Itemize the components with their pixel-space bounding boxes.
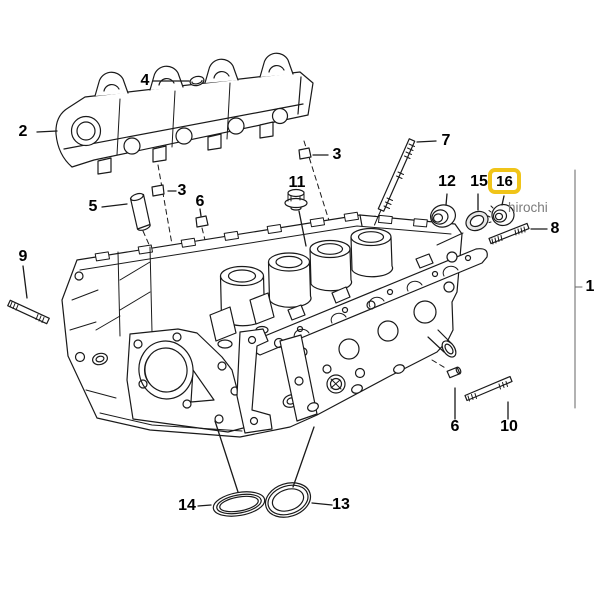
engine-block-drawing	[61, 211, 488, 438]
callout-4[interactable]: 4	[140, 72, 150, 89]
callout-13[interactable]: 13	[332, 496, 350, 513]
callout-7[interactable]: 7	[441, 132, 451, 149]
callout-16-highlighted[interactable]: 16	[488, 168, 521, 194]
part-13-seal-ring	[264, 482, 312, 518]
callout-2[interactable]: 2	[18, 123, 28, 140]
callout-1[interactable]: 1	[585, 278, 595, 295]
callout-3b[interactable]: 3	[332, 146, 342, 163]
callout-9[interactable]: 9	[18, 248, 28, 265]
callout-12[interactable]: 12	[438, 173, 456, 190]
part-5-guide-sleeve	[129, 192, 151, 231]
part-15-seal-ring	[465, 210, 489, 232]
callout-6b[interactable]: 6	[450, 418, 460, 435]
part-3-dowel-a	[151, 184, 165, 197]
part-11-plug	[284, 188, 308, 211]
callout-14[interactable]: 14	[178, 497, 196, 514]
callout-11[interactable]: 11	[288, 174, 306, 191]
part-6-dowel-b	[446, 366, 462, 379]
leader-lines	[22, 80, 548, 507]
part-1-bracket-line	[574, 169, 583, 409]
callout-16-label: 16	[496, 172, 513, 190]
callout-15[interactable]: 15	[470, 173, 488, 190]
part-8-stud	[488, 222, 530, 245]
watermark-text: hirochi	[508, 200, 548, 215]
part-7-stud-long	[374, 138, 416, 226]
part-12-plug	[429, 204, 457, 228]
part-6-dowel-a	[195, 215, 209, 228]
callout-6a[interactable]: 6	[195, 193, 205, 210]
callout-5[interactable]: 5	[88, 198, 98, 215]
part-9-stud	[7, 299, 50, 325]
callout-10[interactable]: 10	[500, 418, 518, 435]
callout-3a[interactable]: 3	[177, 182, 187, 199]
part-3-dowel-b	[298, 147, 312, 160]
part-16-screw-plug	[487, 203, 515, 227]
part-4-sealing-cap	[189, 75, 205, 87]
part-14-gasket-ring	[212, 491, 266, 517]
callout-8[interactable]: 8	[550, 220, 560, 237]
part-10-stud	[464, 375, 513, 402]
part-2-cam-carrier-drawing	[55, 52, 314, 175]
